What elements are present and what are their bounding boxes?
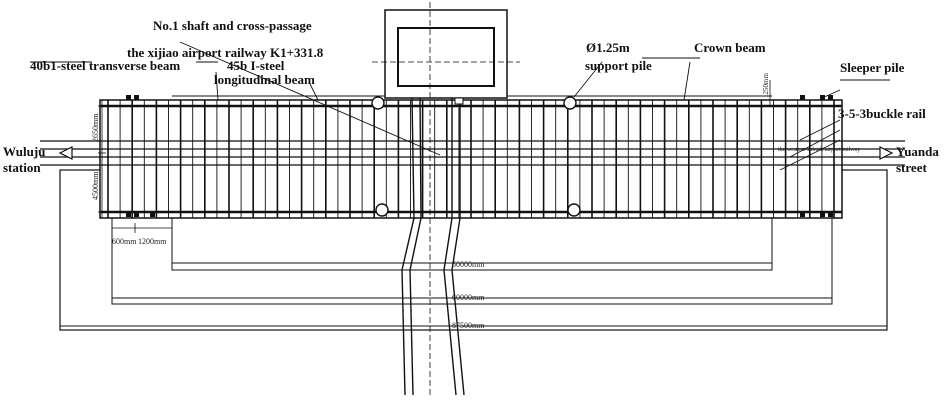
shaft-label-line2: the xijiao airport railway K1+331.8 (127, 45, 324, 60)
crown-beam-label: Crown beam (694, 40, 766, 55)
bottom-dimensions (60, 262, 887, 327)
longitudinal-beam-label-1: 45b I-steel (227, 58, 285, 73)
longitudinal-beam-label-2: longitudinal beam (214, 72, 315, 87)
transverse-beam-label: 40b1-steel transverse beam (30, 58, 180, 73)
support-pile-label-2: support pile (585, 58, 652, 73)
dimension-60000: 60000mm (452, 293, 485, 302)
dimension-50000: 50000mm (452, 260, 485, 269)
passage-gate (454, 97, 464, 105)
transverse-beams (107, 100, 835, 218)
cross-passage-right-inner (443, 98, 457, 396)
cross-passage-left-outer (401, 97, 415, 396)
dimension-1250: 1250mm (762, 73, 770, 98)
dimension-2650: 2650mm (91, 113, 100, 142)
left-dimension (98, 100, 173, 233)
cross-passage-left-inner (409, 97, 422, 396)
left-station-label-1: Wuluju (3, 144, 45, 159)
support-pile-icon (563, 96, 577, 110)
leader-lines (30, 41, 890, 171)
right-station-label-1: Yuanda (896, 144, 939, 159)
right-station-label-2: street (896, 160, 927, 175)
dimension-600: 600mm (112, 237, 137, 246)
left-station-label-2: station (3, 160, 41, 175)
dimension-87500: 87500mm (452, 321, 485, 330)
right-arrow-icon (879, 146, 894, 160)
buckle-rail-label: 3-5-3buckle rail (838, 106, 926, 121)
support-pile-icon (371, 96, 385, 110)
middle-boundary (111, 203, 833, 305)
shaft-label-line1: No.1 shaft and cross-passage (153, 18, 312, 33)
support-pile-icon (375, 203, 389, 217)
dimension-1200: 1200mm (138, 237, 167, 246)
dimension-4500: 4500mm (91, 171, 100, 200)
shaft-inner (397, 27, 495, 87)
support-pile-icon (567, 203, 581, 217)
railway-note: the western suburb airport railway (778, 147, 860, 153)
left-arrow-icon (58, 146, 73, 160)
support-pile-label-1: Ø1.25m (586, 40, 630, 55)
cross-passage-right-outer (451, 98, 465, 396)
sleeper-pile-label: Sleeper pile (840, 60, 905, 75)
